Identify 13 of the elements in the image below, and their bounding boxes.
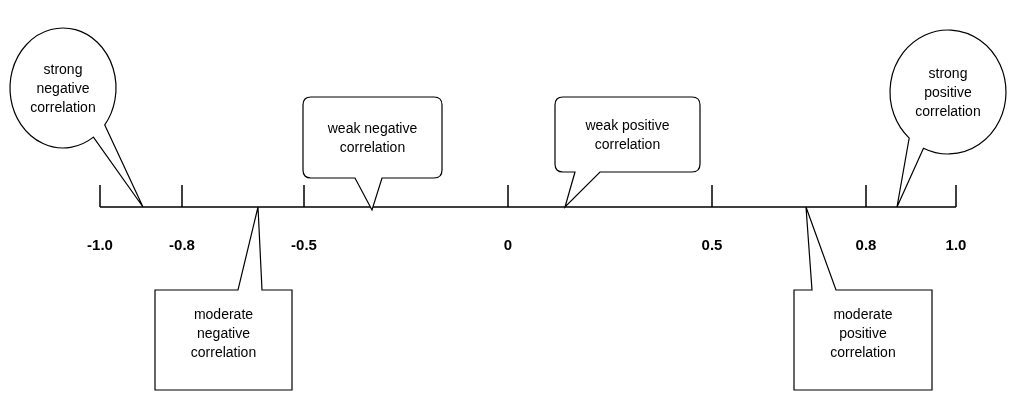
tick-label: 1.0 xyxy=(945,236,967,253)
callout-text: weak negative correlation xyxy=(327,118,418,157)
callout-text: strong positive correlation xyxy=(914,63,982,121)
tick-label: 0.5 xyxy=(701,236,723,253)
tick-label: -0.8 xyxy=(169,236,195,253)
callout-text: weak positive correlation xyxy=(584,115,671,154)
tick-label: -0.5 xyxy=(291,236,317,253)
callout-text: strong negative correlation xyxy=(29,59,97,117)
tick-label: 0 xyxy=(503,236,513,253)
tick-label: -1.0 xyxy=(87,236,113,253)
callout-text: moderate negative correlation xyxy=(189,304,258,362)
callout-text: moderate positive correlation xyxy=(829,304,897,362)
tick-label: 0.8 xyxy=(855,236,877,253)
